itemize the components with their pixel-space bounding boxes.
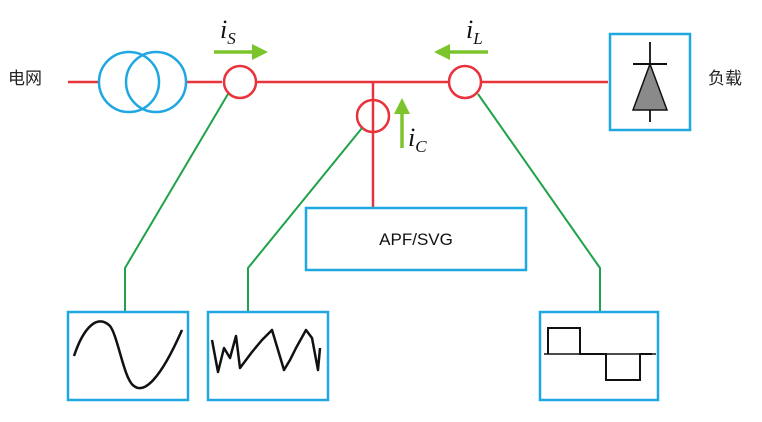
signal-wires [124, 93, 601, 312]
sawtooth-wave [210, 328, 322, 374]
transformer-icon [97, 50, 188, 114]
arrow-icon-ic [394, 98, 410, 148]
power-line [68, 80, 608, 208]
current-label-ic: iC [408, 123, 427, 156]
waveform-box-square [538, 310, 660, 402]
ct-ring-icon-comp [355, 98, 391, 134]
signal-wire-comp [247, 127, 363, 312]
arrow-icon-il [434, 44, 488, 60]
signal-wire-source [124, 93, 229, 312]
ct-ring-icon-source [222, 64, 258, 100]
current-label-is: iS [220, 15, 236, 48]
arrow-icon-is [214, 44, 268, 60]
apf-svg-label: APF/SVG [379, 230, 453, 249]
ct-ring-icon-load [447, 64, 483, 100]
diode-icon [631, 42, 669, 122]
apf-svg-box [304, 206, 528, 272]
load-label: 负载 [708, 69, 742, 89]
current-label-il: iL [466, 15, 483, 48]
sine-wave [72, 320, 184, 390]
grid-label: 电网 [8, 69, 42, 89]
signal-wire-load [477, 93, 601, 312]
waveform-box-sawtooth [206, 310, 330, 402]
